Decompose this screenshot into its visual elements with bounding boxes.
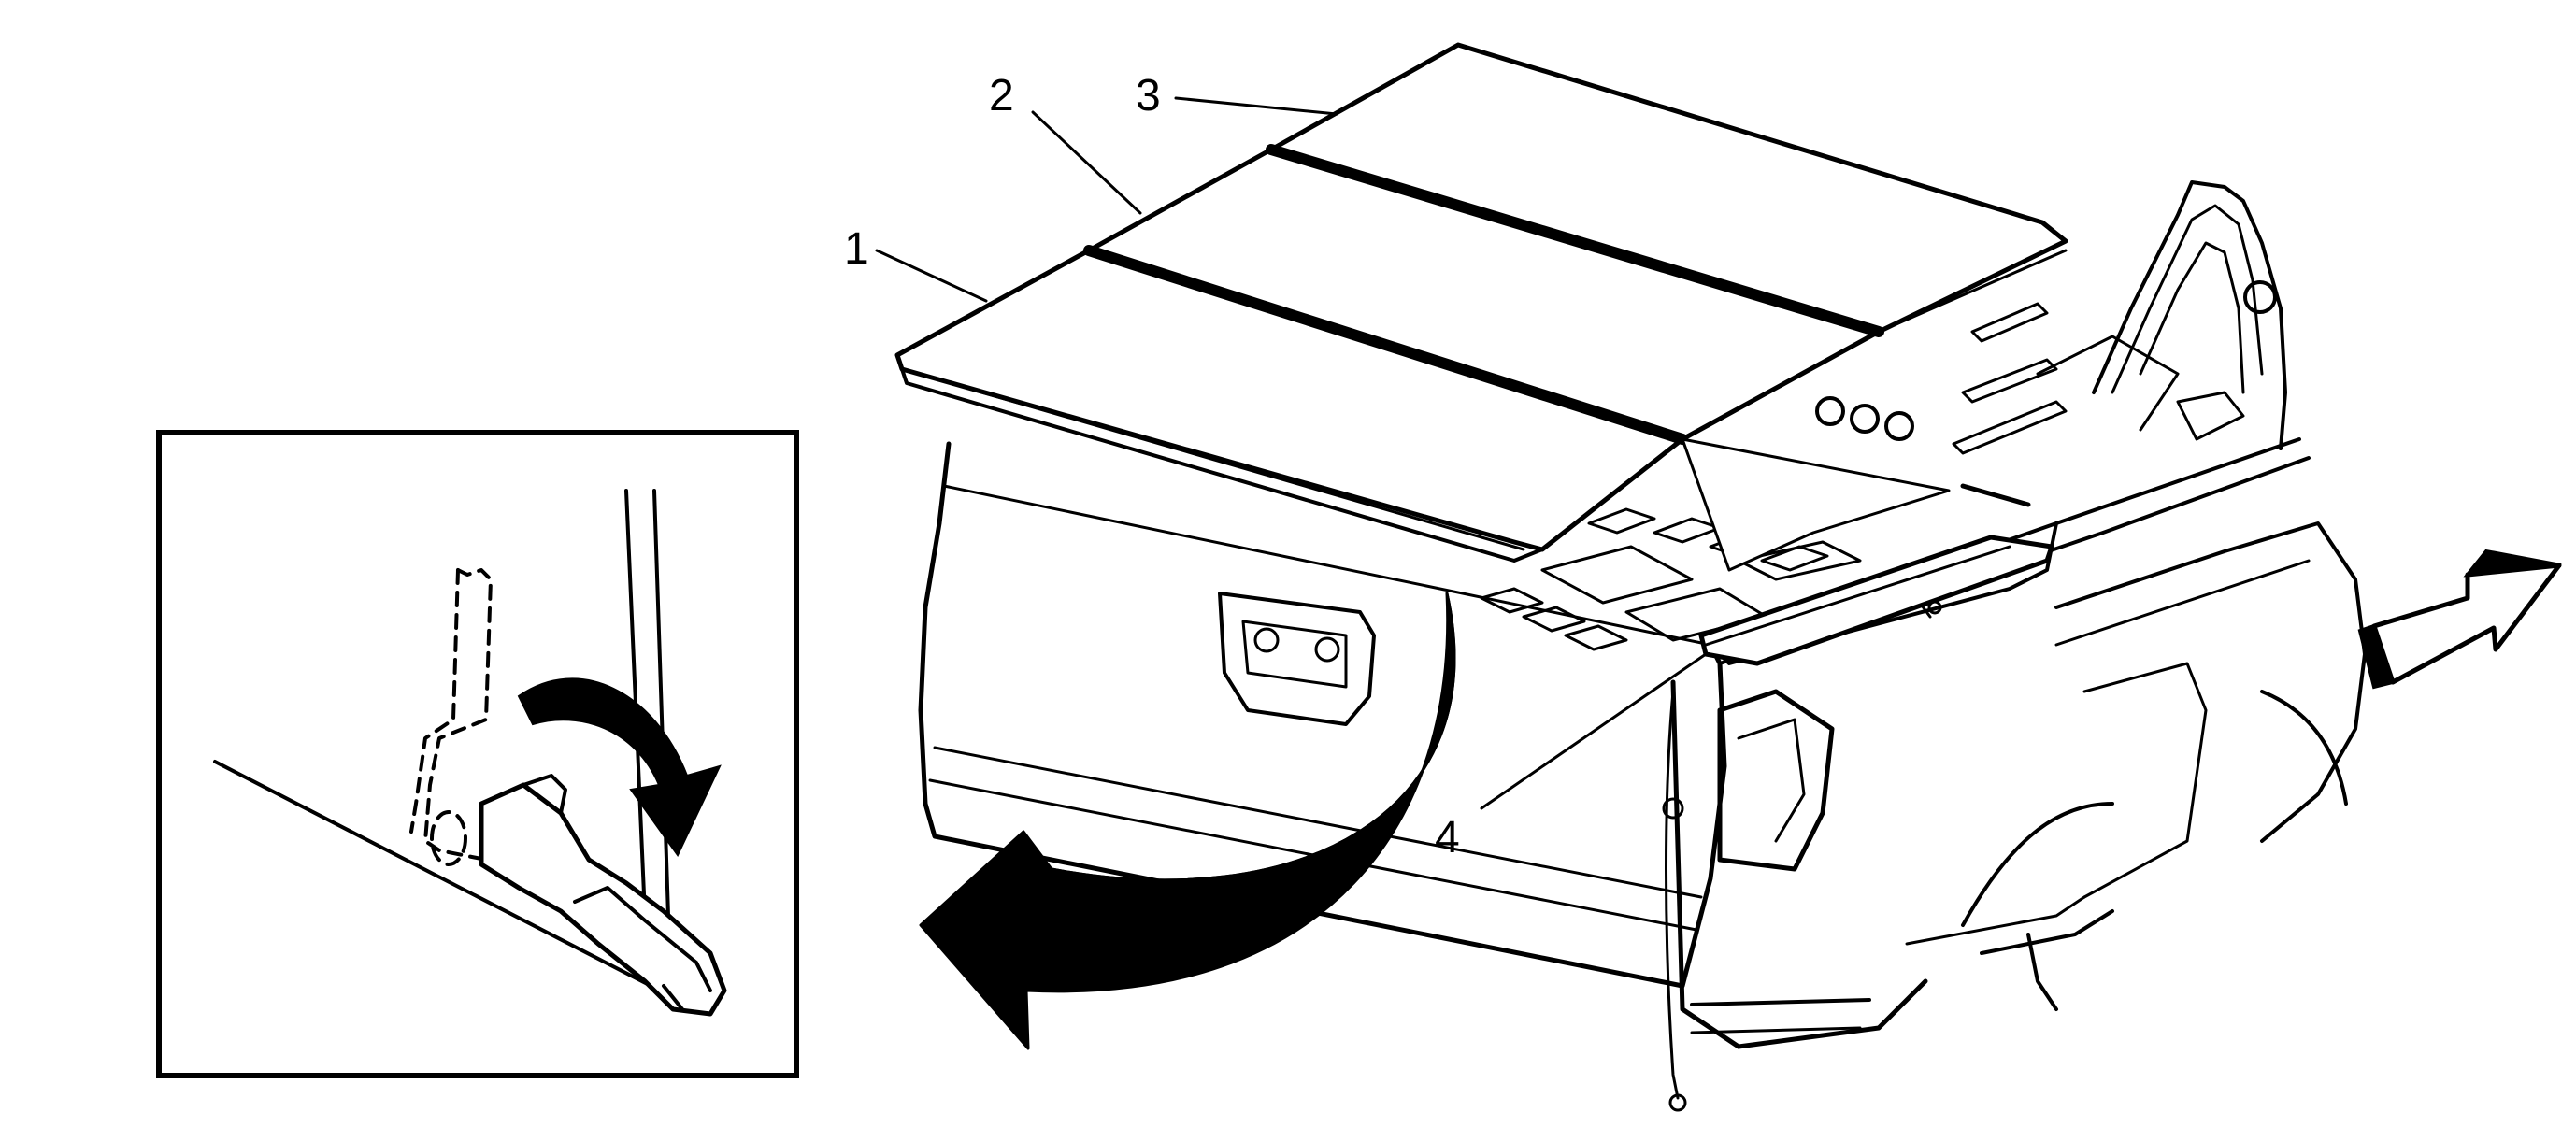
- leader-line-3: [1174, 96, 1338, 116]
- tailgate: [918, 441, 1727, 989]
- callout-3: 3: [1136, 71, 1161, 121]
- tonneau-cover: [894, 42, 2068, 666]
- latch-detail-inset: [156, 430, 799, 1078]
- latch-up-position: [423, 568, 493, 862]
- leader-line-2: [1031, 110, 1142, 215]
- tailgate-handle: [1218, 592, 1376, 726]
- callout-1: 1: [844, 224, 869, 274]
- callout-2: 2: [989, 71, 1014, 121]
- bed-floor-slots: [1480, 507, 1862, 651]
- forward-direction-arrow-icon: [2357, 549, 2562, 690]
- midgate-frame: [2092, 180, 2287, 450]
- latch-down-position: [479, 782, 727, 1017]
- latch-detail-rotate-arrow-icon: [517, 677, 722, 857]
- callout-4: 4: [1435, 813, 1460, 863]
- quarter-panel: [2054, 521, 2367, 843]
- tail-light: [1717, 689, 1835, 872]
- leader-line-1: [875, 249, 988, 303]
- leader-line-4: [1480, 652, 1708, 810]
